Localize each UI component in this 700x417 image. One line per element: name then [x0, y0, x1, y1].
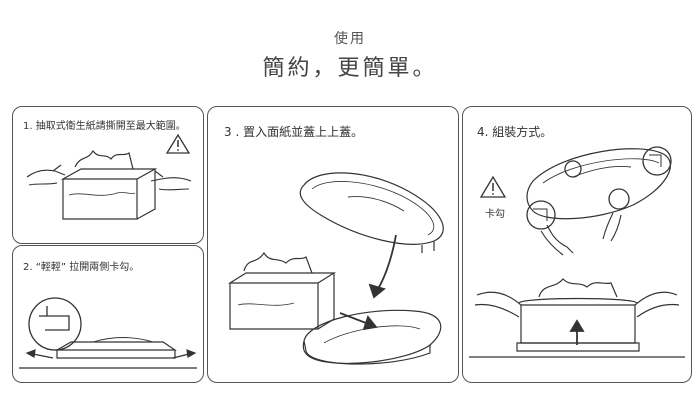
step-3-panel: 3 . 置入面紙並蓋上上蓋。	[207, 106, 459, 383]
step-4-caption: 4. 組裝方式。	[477, 125, 553, 139]
assembled-box	[474, 278, 680, 352]
lid	[299, 172, 444, 253]
tissue-pack	[227, 251, 337, 330]
up-arrow-icon	[569, 319, 585, 345]
section-subtitle: 使用	[334, 31, 366, 47]
step-2-caption: 2. “輕輕” 拉開兩側卡勾。	[23, 262, 140, 273]
left-arrow-icon	[25, 349, 54, 359]
right-arrow-icon	[339, 312, 378, 331]
step-4-illustration	[469, 146, 685, 358]
step-4-panel: 4. 組裝方式。 卡勾	[462, 106, 692, 383]
right-arrow-icon	[172, 349, 197, 359]
hook-detail-circles	[526, 146, 672, 230]
down-arrow-icon	[368, 234, 397, 299]
tissue-box	[60, 149, 158, 220]
hook-label: 卡勾	[485, 209, 505, 220]
warning-icon	[479, 175, 507, 198]
base-tray	[54, 337, 177, 359]
warning-icon	[165, 133, 191, 154]
lid-assembly	[526, 148, 671, 220]
step-3-caption: 3 . 置入面紙並蓋上上蓋。	[224, 125, 364, 139]
step-1-illustration	[26, 133, 192, 220]
step-3-illustration	[227, 172, 444, 365]
right-hand	[150, 170, 192, 191]
step-2-illustration	[19, 297, 197, 369]
step-1-panel: 1. 抽取式衛生紙請撕開至最大範圍。	[12, 106, 204, 244]
hands	[540, 212, 622, 256]
step-2-panel: 2. “輕輕” 拉開兩側卡勾。	[12, 245, 204, 383]
step-1-caption: 1. 抽取式衛生紙請撕開至最大範圍。	[23, 121, 186, 132]
detail-zoom	[28, 297, 82, 351]
left-hand	[26, 164, 66, 186]
section-title: 簡約，更簡單。	[262, 56, 438, 81]
base-tray	[302, 309, 442, 365]
